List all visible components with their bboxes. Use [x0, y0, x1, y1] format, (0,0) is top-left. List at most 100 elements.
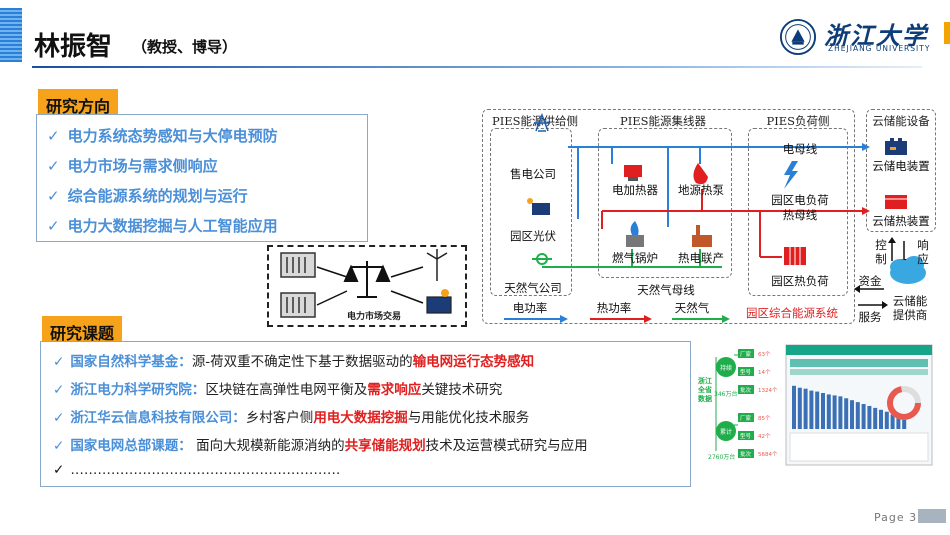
project-item: ✓…………………………………………………… [53, 462, 341, 478]
pies-diagram [482, 109, 855, 324]
capital-label: 资金 [858, 274, 882, 288]
cloud-icon [890, 256, 926, 284]
load-heat-label: 园区热负荷 [771, 274, 829, 288]
market-arrows [316, 266, 424, 306]
gas-company-label: 天然气公司 [504, 281, 562, 295]
dashboard-bar [873, 407, 878, 429]
direction-item: ✓电力大数据挖掘与人工智能应用 [47, 217, 278, 235]
heat-bus-label: 热母线 [782, 208, 818, 222]
electric-heater-icon [624, 165, 642, 181]
dashboard-bar [803, 388, 808, 429]
generator-icon-bottom [280, 292, 316, 318]
dashboard-bar [884, 411, 889, 429]
dashboard-bar [809, 390, 814, 429]
pies-load-header: PIES负荷侧 [766, 114, 830, 128]
project-item: ✓国家自然科学基金：源-荷双重不确定性下基于数据驱动的输电网运行态势感知 [53, 354, 535, 370]
boiler-label: 燃气锅炉 [612, 251, 658, 265]
pv-label: 园区光伏 [510, 229, 556, 243]
header-divider [32, 66, 922, 68]
gas-valve-icon [532, 253, 552, 265]
cloud-storage-header: 云储能设备 [872, 114, 930, 128]
dashboard-bar [797, 387, 802, 429]
dash-v1: 63个 [758, 352, 771, 358]
projects-box: ✓国家自然科学基金：源-荷双重不确定性下基于数据驱动的输电网运行态势感知 ✓浙江… [40, 341, 691, 487]
footer-logo [918, 509, 946, 523]
university-seal-icon [779, 18, 817, 56]
header-stripe [0, 8, 22, 62]
dashboard-bars [792, 385, 907, 429]
radiator-icon [784, 247, 806, 265]
professor-title: （教授、博导） [132, 38, 238, 56]
control-arrows [858, 241, 905, 306]
dashboard-bar [826, 394, 831, 429]
market-label: 电力市场交易 [347, 312, 402, 322]
dash-r3: 批次 [740, 388, 752, 394]
solar-panel-icon [426, 289, 452, 314]
dash-g2: 累计 [719, 429, 732, 436]
pies-supply-column [490, 128, 572, 296]
header-accent [944, 22, 950, 44]
dashboard-bar [815, 391, 820, 429]
dashboard-donut [887, 386, 921, 420]
chp-plant-icon [692, 225, 712, 247]
dash-v6: 5684个 [758, 452, 778, 458]
heater-label: 电加热器 [612, 183, 658, 197]
lightning-icon [784, 161, 798, 189]
dashboard-bar [890, 414, 895, 429]
dash-g1-val: 346万台 [714, 391, 738, 398]
market-diagram: 电力市场交易 [267, 245, 467, 327]
respond-label: 响 应 [917, 238, 929, 266]
heat-pump-label: 地源热泵 [678, 183, 724, 197]
dashboard-bar [850, 400, 854, 429]
research-directions-box: ✓电力系统态势感知与大停电预防 ✓电力市场与需求侧响应 ✓综合能源系统的规划与运… [36, 114, 368, 242]
professor-name: 林振智 [34, 32, 113, 62]
project-item: ✓浙江电力科学研究院：区块链在高弹性电网平衡及需求响应关键技术研究 [53, 382, 503, 398]
project-item: ✓国家电网总部课题： 面向大规模新能源消纳的共享储能规划技术及运营模式研究与应用 [53, 438, 588, 454]
dashboard-bar [792, 385, 796, 429]
dash-r2: 型号 [740, 370, 752, 376]
dash-v3: 1324个 [758, 388, 778, 394]
cloud-provider-label: 云储能 提供商 [892, 294, 928, 322]
control-label: 控 制 [875, 238, 887, 266]
cloud-storage-column [866, 109, 936, 232]
pies-flows [504, 112, 926, 323]
dashboard-bar [844, 398, 849, 429]
dashboard-bar [821, 393, 825, 429]
heat-storage-icon [885, 195, 907, 209]
dash-r6: 批次 [740, 452, 752, 458]
sell-company-label: 售电公司 [510, 167, 556, 181]
generator-icon-top [280, 252, 316, 278]
pies-hub-header: PIES能源集线器 [619, 114, 707, 128]
page-number: Page 3 [874, 511, 918, 524]
load-elec-label: 园区电负荷 [771, 193, 829, 207]
dash-v4: 85个 [758, 416, 771, 422]
dashboard-bar [855, 402, 860, 429]
dash-v5: 42个 [758, 434, 771, 440]
legend-gas: 天然气 [674, 301, 710, 315]
dashboard-thumbnail: 浙江全省数据 持续 346万台 累计 2760万台 厂家 型号 批次 厂家 型号… [698, 337, 934, 467]
balance-scale-icon [343, 261, 391, 298]
direction-item: ✓电力系统态势感知与大停电预防 [47, 127, 278, 145]
dash-side-title: 浙江全省数据 [698, 377, 712, 403]
gas-bus-label: 天然气母线 [637, 283, 695, 297]
university-logo-en: ZHEJIANG UNIVERSITY [828, 44, 931, 53]
dash-g2-val: 2760万台 [708, 454, 736, 461]
dashboard-bar [838, 396, 843, 429]
solar-pv-icon [527, 198, 550, 215]
power-tower-icon [534, 112, 550, 132]
project-item: ✓浙江华云信息科技有限公司：乡村客户侧用电大数据挖掘与用能优化技术服务 [53, 410, 530, 426]
service-label: 服务 [858, 310, 882, 324]
wind-turbine-icon [426, 249, 448, 281]
dashboard-bar [861, 404, 866, 429]
pies-hub-column [598, 128, 732, 278]
dash-v2: 14个 [758, 370, 771, 376]
chp-label: 热电联产 [678, 251, 724, 265]
dashboard-bar [867, 405, 872, 429]
dash-r5: 型号 [740, 434, 752, 440]
pies-supply-header: PIES能源供给侧 [492, 114, 579, 128]
system-label: 园区综合能源系统 [746, 306, 838, 320]
cloud-elec-label: 云储电装置 [872, 159, 930, 173]
legend-elec: 电功率 [512, 301, 548, 315]
legend-heat: 热功率 [596, 301, 632, 315]
dashboard-bar [902, 418, 907, 429]
